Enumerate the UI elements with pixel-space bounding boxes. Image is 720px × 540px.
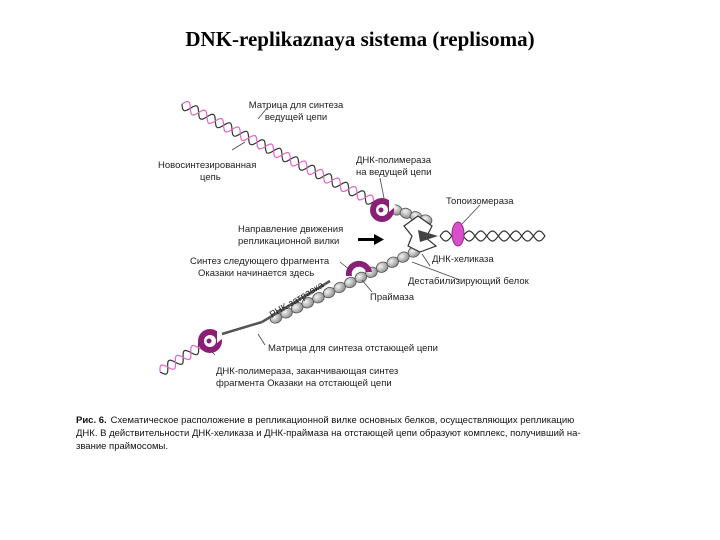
label-leading-template-2: ведущей цепи <box>265 112 327 123</box>
label-lagging-polymerase-1: ДНК-полимераза, заканчивающая синтез <box>216 366 398 377</box>
label-leading-polymerase-1: ДНК-полимераза <box>356 155 432 166</box>
page-title: DNK-replikaznaya sistema (replisoma) <box>185 27 535 51</box>
label-lagging-polymerase-2: фрагмента Оказаки на отстающей цепи <box>216 378 392 389</box>
leading-strand-helix <box>181 100 383 210</box>
label-leading-polymerase-2: на ведущей цепи <box>356 167 432 178</box>
lagging-template-strand <box>221 320 263 336</box>
leading-helix-strand-b <box>181 100 383 210</box>
caption-line-1: Рис. 6. Схематическое расположение в репл… <box>76 415 574 426</box>
leading-polymerase-icon <box>370 198 396 222</box>
label-primase: Праймаза <box>370 292 415 303</box>
caption-line-2: ДНК. В действительности ДНК-хеликаза и Д… <box>76 428 581 439</box>
ssb-beads-lower <box>269 246 421 324</box>
label-new-strand-2: цепь <box>200 172 221 183</box>
label-helicase: ДНК-хеликаза <box>432 254 494 265</box>
caption-line-3: звание праймосомы. <box>76 441 168 452</box>
label-fork-direction-2: репликационной вилки <box>238 236 339 247</box>
helicase-icon <box>403 215 438 253</box>
primase-icon <box>345 260 372 276</box>
label-lagging-template: Матрица для синтеза отстающей цепи <box>268 343 438 354</box>
label-leading-template-1: Матрица для синтеза <box>249 100 344 111</box>
label-okazaki-start-1: Синтез следующего фрагмента <box>190 256 330 267</box>
leader-lines <box>211 107 481 356</box>
label-fork-direction-1: Направление движения <box>238 224 343 235</box>
caption-text-1: Схематическое расположение в репликацион… <box>111 415 575 426</box>
label-topoisomerase: Топоизомераза <box>446 196 514 207</box>
label-ssb: Дестабилизирующий белок <box>408 276 530 287</box>
label-new-strand-1: Новосинтезированная <box>158 160 256 171</box>
fork-direction-arrow <box>358 234 384 245</box>
topoisomerase-icon <box>451 221 465 247</box>
label-okazaki-start-2: Оказаки начинается здесь <box>198 268 314 279</box>
lagging-polymerase-icon <box>198 329 224 353</box>
caption-fig-number: Рис. 6. <box>76 415 107 426</box>
rna-primer-strand <box>261 279 331 324</box>
